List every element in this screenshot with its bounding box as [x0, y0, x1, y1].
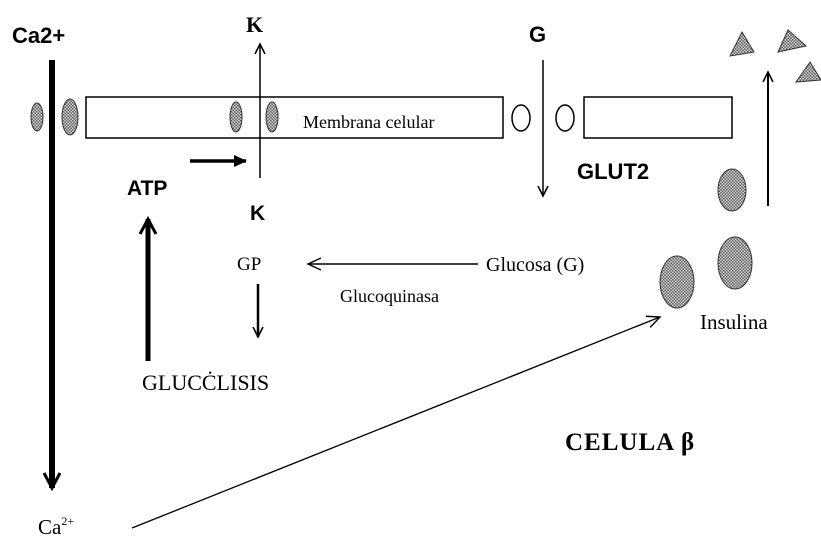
insulin-granule-lower-right — [718, 237, 752, 289]
released-insulin-triangle-1 — [730, 32, 754, 56]
insulin-granule-upper — [718, 169, 746, 211]
glut2-channel-right-half — [556, 105, 574, 131]
insulin-granule-lower-left — [660, 256, 694, 308]
released-insulin-triangle-2 — [778, 30, 806, 52]
insulin-label: Insulina — [700, 312, 768, 333]
calcium-channel-left-half — [31, 103, 43, 131]
membrane-label: Membrana celular — [303, 113, 434, 131]
glucokinase-label: Glucoquinasa — [340, 287, 439, 305]
calcium-bottom-base: Ca — [38, 515, 61, 539]
calcium-to-insulin-arrow — [132, 317, 660, 528]
membrane-segment-left — [86, 97, 503, 138]
released-insulin-triangle-3 — [796, 62, 821, 82]
glut2-label: GLUT2 — [577, 161, 649, 183]
cell-title-label: CELULA β — [565, 430, 695, 455]
potassium-channel-left-half — [230, 102, 242, 132]
atp-label: ATP — [127, 178, 167, 199]
calcium-bottom-superscript: 2+ — [61, 514, 74, 528]
membrane-segment-right — [584, 97, 732, 138]
gp-label: GP — [237, 255, 261, 274]
glucose-top-label: G — [529, 24, 546, 46]
potassium-inner-label: K — [250, 203, 265, 224]
calcium-top-label: Ca2+ — [12, 25, 65, 47]
calcium-channel-right-half — [62, 99, 78, 135]
potassium-top-label: K — [246, 14, 263, 36]
glucose-inner-label: Glucosa (G) — [486, 255, 584, 275]
glut2-channel-left-half — [512, 105, 530, 131]
potassium-channel-right-half — [266, 102, 278, 132]
calcium-bottom-label: Ca2+ — [38, 517, 74, 538]
glycolysis-label: GLUCĊLISIS — [142, 372, 269, 394]
